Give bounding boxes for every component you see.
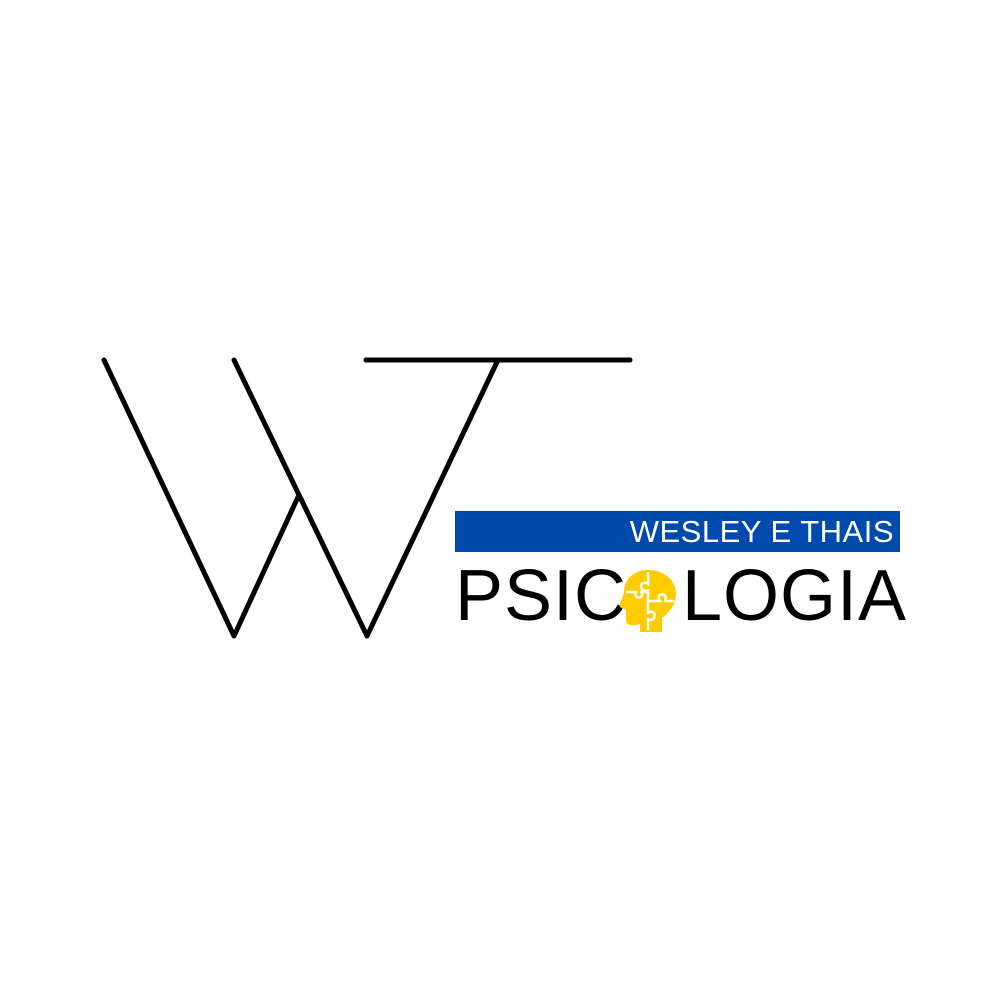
name-banner: WESLEY E THAIS bbox=[455, 511, 900, 552]
word-logia: LOGIA bbox=[682, 556, 908, 636]
banner-text: WESLEY E THAIS bbox=[629, 514, 894, 549]
w-right-stroke bbox=[231, 357, 500, 639]
puzzle-head-icon bbox=[619, 570, 676, 632]
word-psic: PSIC bbox=[455, 556, 628, 636]
w-left-stroke bbox=[101, 357, 301, 639]
